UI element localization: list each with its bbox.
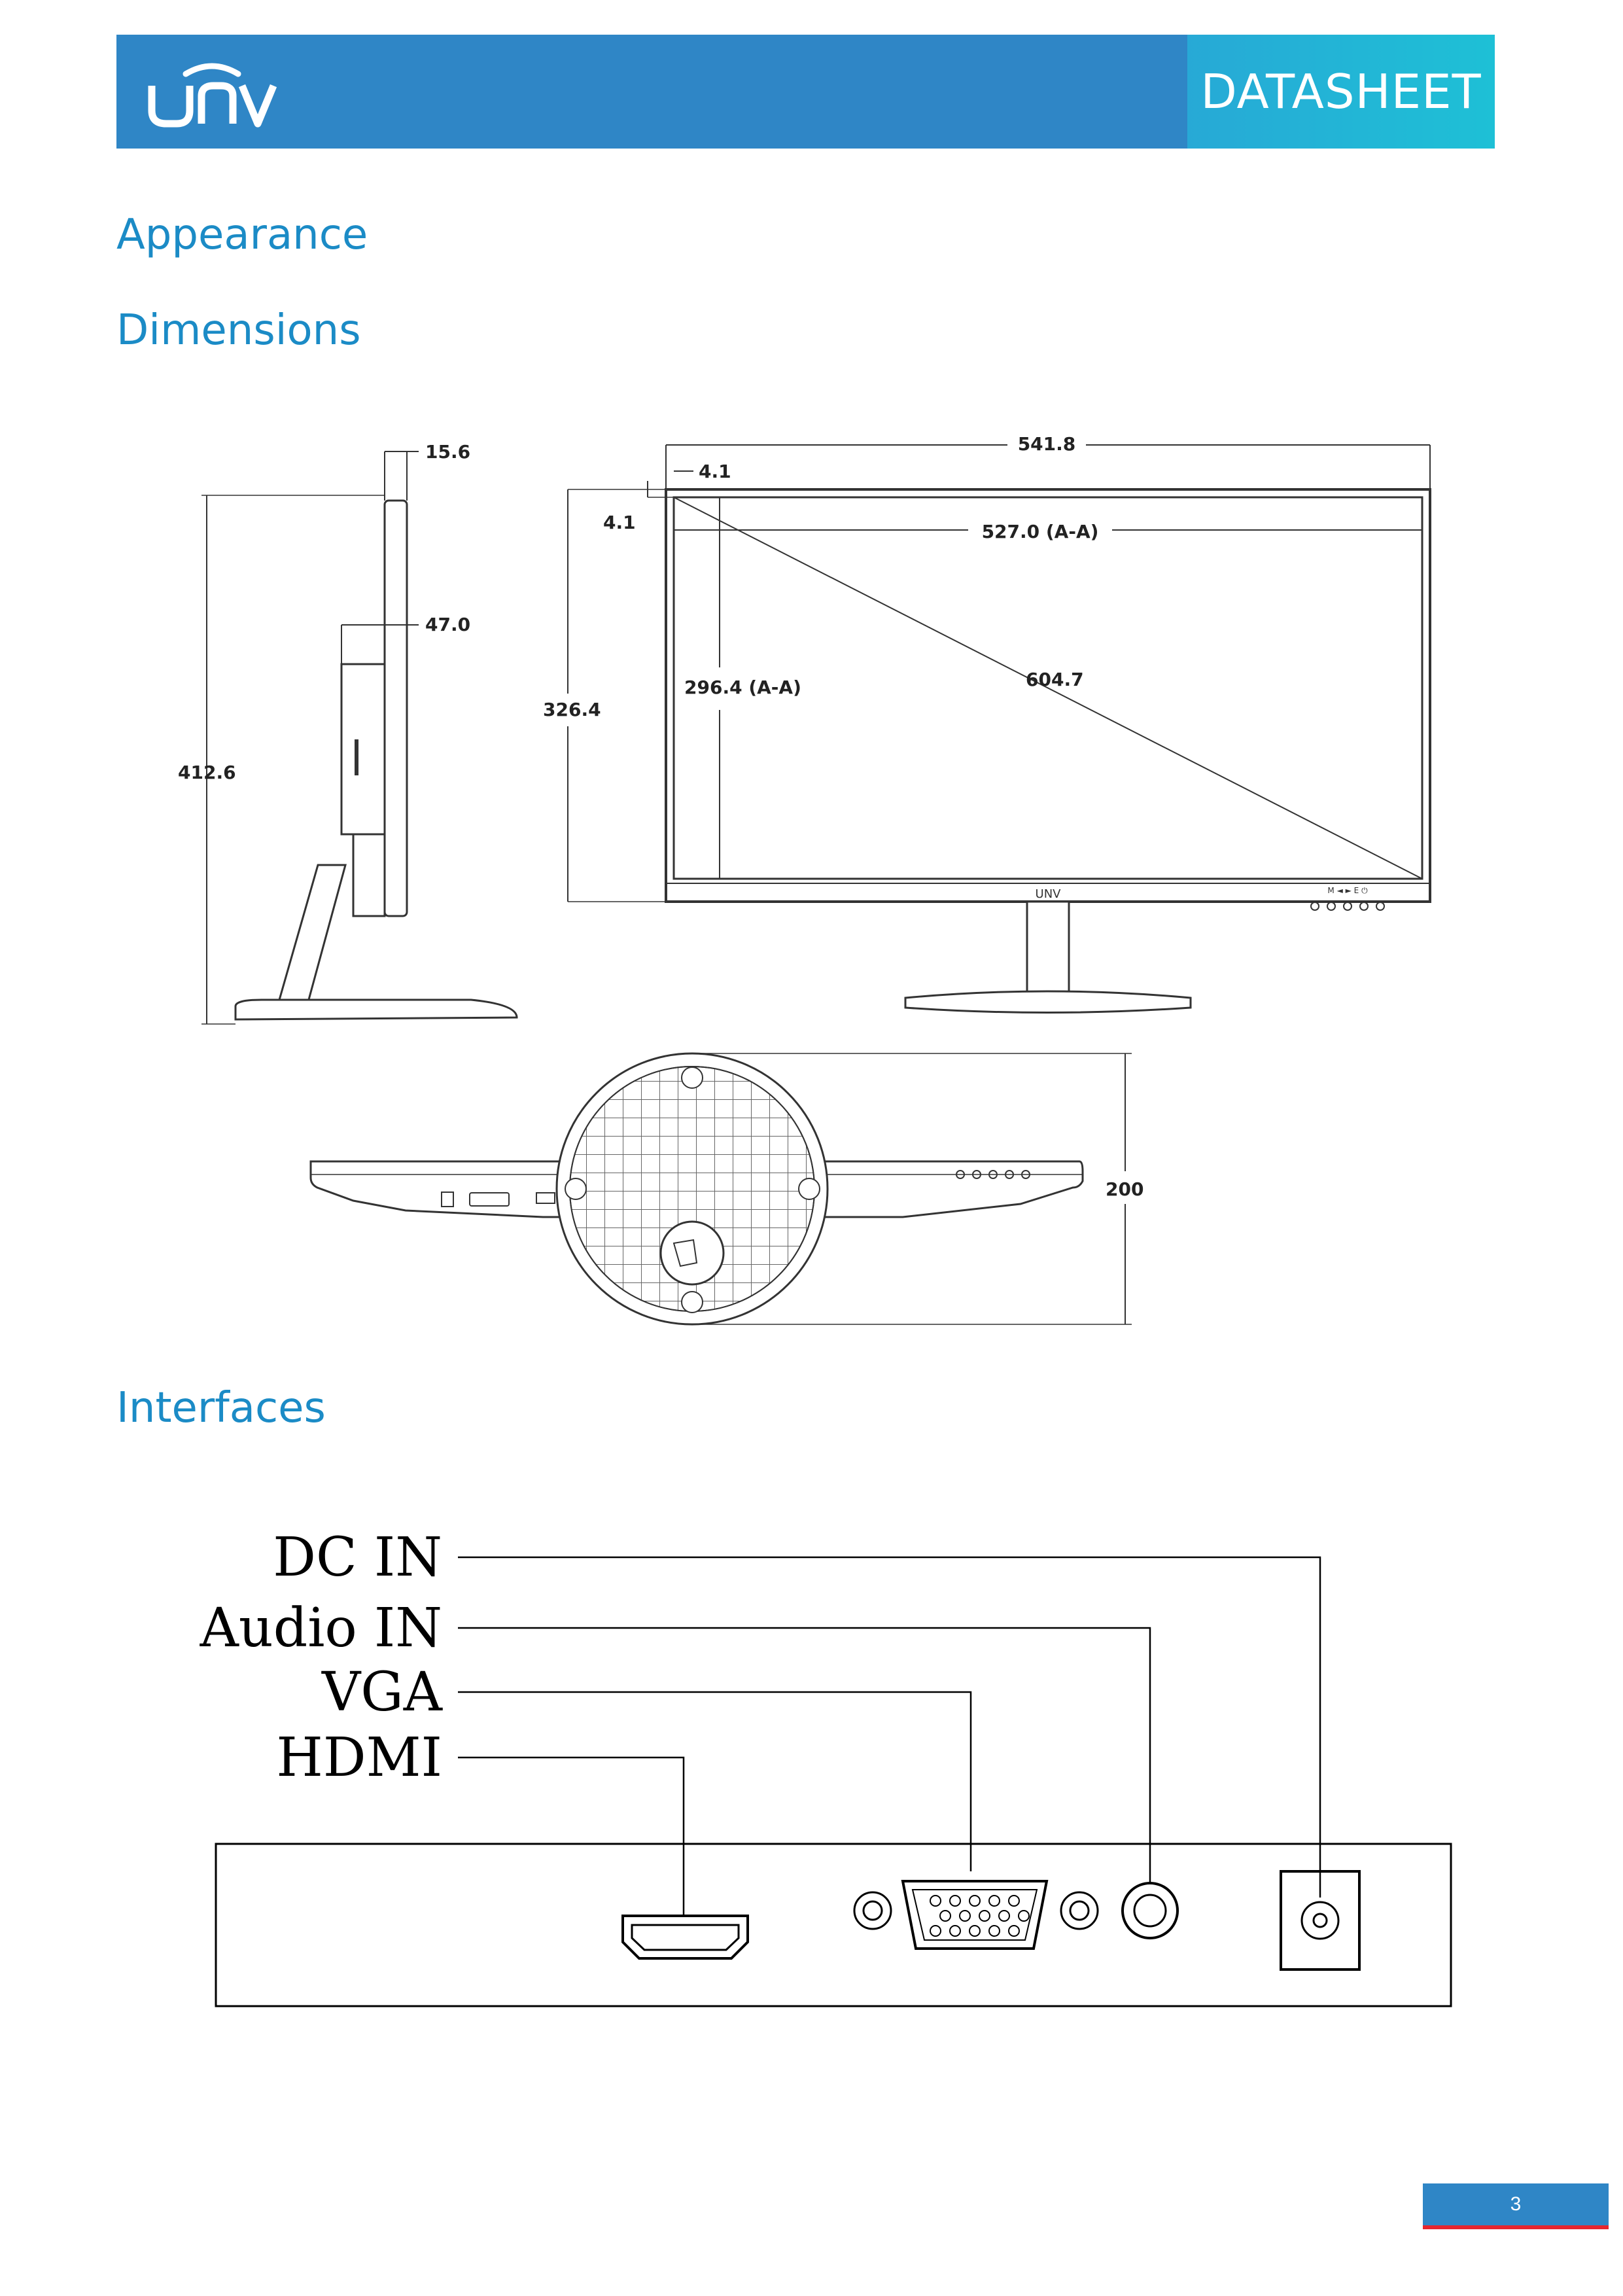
dim-diagonal: 604.7 bbox=[1026, 669, 1084, 690]
front-view bbox=[567, 444, 1431, 1014]
dim-side-height: 412.6 bbox=[178, 762, 236, 783]
interface-diagram bbox=[215, 1556, 1452, 2007]
page-number: 3 bbox=[1423, 2183, 1609, 2229]
front-logo: UNV bbox=[1036, 887, 1062, 901]
dim-panel-height: 326.4 bbox=[543, 699, 601, 720]
document-type-label: DATASHEET bbox=[1200, 64, 1482, 119]
header-banner: DATASHEET bbox=[116, 35, 1495, 149]
dim-side-depth-body: 47.0 bbox=[425, 614, 470, 635]
interfaces-heading: Interfaces bbox=[116, 1384, 326, 1432]
dim-bezel-side: 4.1 bbox=[603, 512, 636, 533]
dim-base-depth: 200 bbox=[1106, 1178, 1143, 1200]
interface-label-vga: VGA bbox=[321, 1661, 444, 1723]
interface-label-audio-in: Audio IN bbox=[200, 1597, 442, 1659]
dim-active-height: 296.4 (A-A) bbox=[684, 677, 801, 698]
dim-bezel-top: 4.1 bbox=[699, 461, 731, 482]
dim-active-width: 527.0 (A-A) bbox=[982, 521, 1099, 542]
side-view bbox=[201, 451, 518, 1025]
interface-label-dc-in: DC IN bbox=[273, 1527, 442, 1589]
dim-side-depth-top: 15.6 bbox=[425, 441, 470, 463]
dim-front-width: 541.8 bbox=[1018, 433, 1076, 455]
dimensions-heading: Dimensions bbox=[116, 306, 361, 355]
unv-logo bbox=[148, 63, 277, 128]
appearance-heading: Appearance bbox=[116, 211, 368, 259]
front-button-labels: M ◄ ► E ⏻ bbox=[1327, 886, 1368, 895]
interface-label-hdmi: HDMI bbox=[276, 1727, 442, 1789]
header-accent bbox=[1187, 35, 1495, 149]
bottom-view bbox=[309, 1052, 1132, 1326]
